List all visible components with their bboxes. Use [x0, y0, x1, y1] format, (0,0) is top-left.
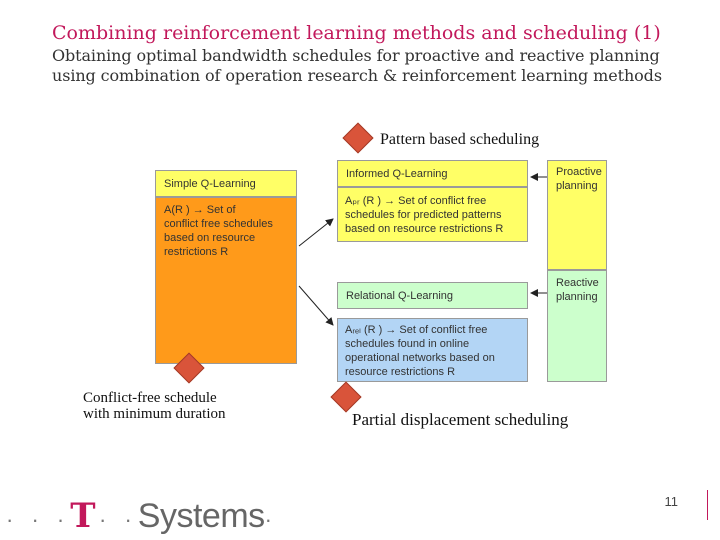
proactive-planning-box — [547, 160, 607, 270]
simple-q-learning-header: Simple Q-Learning — [155, 170, 297, 197]
slide-subtitle-line2: using combination of operation research … — [52, 66, 662, 85]
relational-q-learning-title: Relational Q-Learning — [346, 290, 454, 302]
conflict-free-label-line2: with minimum duration — [83, 406, 226, 422]
slide-subtitle-line1: Obtaining optimal bandwidth schedules fo… — [52, 46, 660, 65]
logo-t: T — [70, 496, 96, 536]
arrow-simple-to-informed — [298, 218, 334, 247]
reactive-label-line2: planning — [556, 291, 598, 303]
informed-q-body-line2: schedules for predicted patterns — [345, 209, 502, 221]
informed-q-learning-box — [337, 187, 528, 242]
logo-dots-mid: · · — [99, 507, 138, 532]
informed-q-body-line1: Aₚᵣ (R ) → Set of conflict free — [345, 195, 487, 207]
arrow-simple-to-relational — [298, 285, 334, 326]
pattern-scheduling-label: Pattern based scheduling — [380, 131, 540, 148]
reactive-label-line1: Reactive — [556, 277, 599, 289]
reactive-planning-box — [547, 270, 607, 382]
relational-q-body-line4: resource restrictions R — [345, 366, 456, 378]
informed-q-learning-title: Informed Q-Learning — [346, 168, 448, 180]
logo-dot-right: · — [264, 507, 272, 532]
simple-q-body-line3: based on resource — [164, 232, 256, 244]
relational-q-learning-header: Relational Q-Learning — [337, 282, 528, 309]
simple-q-body-line2: conflict free schedules — [164, 218, 273, 230]
logo-dots-left: · · · — [6, 507, 71, 532]
informed-q-learning-header: Informed Q-Learning — [337, 160, 528, 187]
logo-word: Systems — [137, 497, 265, 535]
relational-q-learning-box — [337, 318, 528, 382]
simple-q-body-line1: A(R ) → Set of — [164, 204, 236, 216]
pattern-diamond-icon — [342, 122, 374, 154]
partial-displacement-diamond-icon — [330, 381, 362, 413]
simple-q-body-line4: restrictions R — [164, 246, 229, 258]
relational-q-body-line2: schedules found in online — [345, 338, 470, 350]
relational-q-body-line3: operational networks based on — [345, 352, 495, 364]
proactive-label-line1: Proactive — [556, 166, 602, 178]
footer-divider — [707, 490, 708, 520]
partial-displacement-label: Partial displacement scheduling — [352, 410, 569, 429]
relational-q-body-line1: Aᵣₑₗ (R ) → Set of conflict free — [345, 324, 488, 336]
simple-q-learning-title: Simple Q-Learning — [164, 178, 256, 190]
conflict-free-label-line1: Conflict-free schedule — [83, 390, 217, 406]
proactive-label-line2: planning — [556, 180, 598, 192]
page-number: 11 — [664, 494, 679, 509]
informed-q-body-line3: based on resource restrictions R — [345, 223, 504, 235]
t-systems-logo: · · ·T· ·Systems· — [6, 496, 272, 536]
slide-title: Combining reinforcement learning methods… — [52, 22, 661, 44]
simple-q-learning-box — [155, 197, 297, 364]
